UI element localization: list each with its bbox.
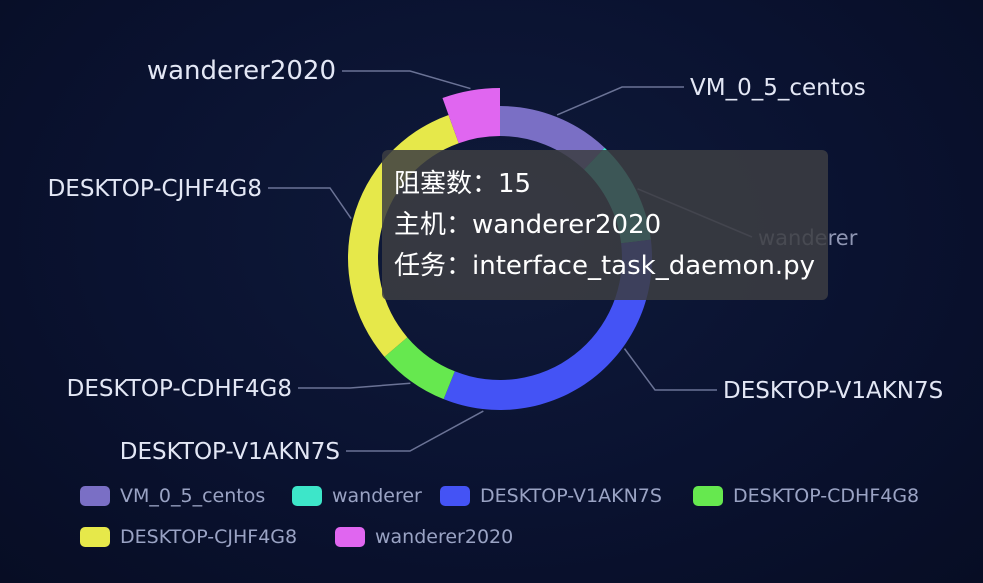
legend-swatch: [80, 486, 110, 506]
legend-label: DESKTOP-V1AKN7S: [480, 485, 662, 507]
leader-line-desktop-v1akn7s: [346, 410, 484, 452]
legend-item-desktop-cdhf4g8[interactable]: DESKTOP-CDHF4G8: [693, 485, 919, 507]
leader-line-vm-0-5-centos: [556, 86, 684, 116]
legend-label: DESKTOP-CJHF4G8: [120, 526, 298, 548]
legend-item-wanderer[interactable]: wanderer: [292, 485, 422, 507]
slice-desktop-cjhf4g8[interactable]: [347, 114, 459, 357]
slice-label-vm-0-5-centos: VM_0_5_centos: [690, 75, 866, 101]
slice-desktop-cdhf4g8[interactable]: [384, 337, 455, 400]
legend-swatch: [292, 486, 322, 506]
legend-swatch: [335, 527, 365, 547]
legend-item-desktop-cjhf4g8[interactable]: DESKTOP-CJHF4G8: [80, 526, 297, 548]
slice-label-desktop-v1akn7s: DESKTOP-V1AKN7S: [723, 378, 943, 404]
tooltip-host: 主机：wanderer2020: [394, 210, 662, 240]
legend-swatch: [440, 486, 470, 506]
legend-label: wanderer2020: [375, 526, 514, 548]
tooltip-block-count: 阻塞数：15: [394, 169, 532, 199]
legend-label: wanderer: [332, 485, 422, 507]
legend-label: VM_0_5_centos: [120, 485, 266, 507]
tooltip-task: 任务：interface_task_daemon.py: [394, 251, 815, 281]
legend-item-wanderer2020[interactable]: wanderer2020: [335, 526, 513, 548]
legend-swatch: [80, 527, 110, 547]
legend-label: DESKTOP-CDHF4G8: [733, 485, 920, 507]
leader-line-desktop-cdhf4g8: [298, 382, 411, 389]
slice-label-desktop-v1akn7s: DESKTOP-V1AKN7S: [120, 439, 340, 465]
leader-line-wanderer2020: [342, 70, 471, 90]
leader-line-desktop-v1akn7s: [623, 348, 717, 391]
chart-tooltip: 阻塞数：15 主机：wanderer2020 任务：interface_task…: [382, 150, 828, 300]
slice-wanderer2020[interactable]: [442, 88, 500, 144]
slice-label-desktop-cjhf4g8: DESKTOP-CJHF4G8: [48, 176, 262, 202]
slice-desktop-v1akn7s[interactable]: [443, 239, 652, 410]
leader-line-desktop-cjhf4g8: [268, 187, 352, 219]
legend-item-vm-0-5-centos[interactable]: VM_0_5_centos: [80, 485, 265, 507]
legend-swatch: [693, 486, 723, 506]
slice-label-wanderer2020: wanderer2020: [147, 56, 336, 86]
legend-item-desktop-v1akn7s[interactable]: DESKTOP-V1AKN7S: [440, 485, 662, 507]
slice-label-desktop-cdhf4g8: DESKTOP-CDHF4G8: [67, 376, 292, 402]
